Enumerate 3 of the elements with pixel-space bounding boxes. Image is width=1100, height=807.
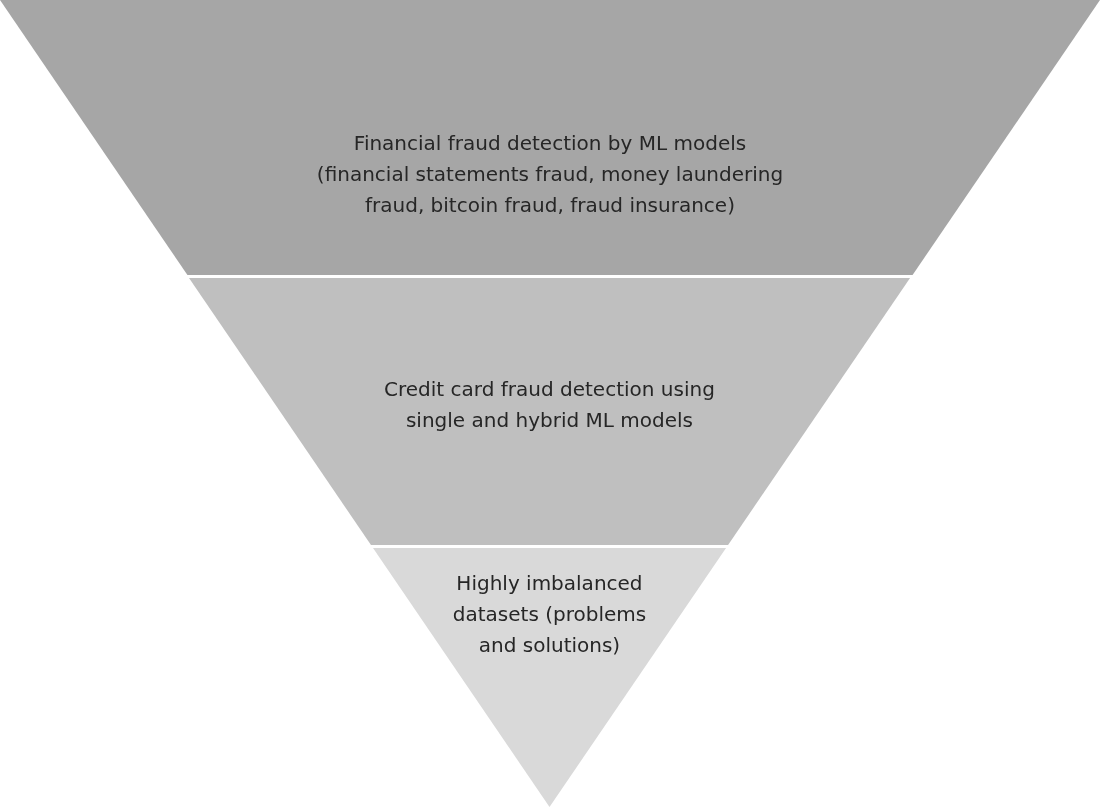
band-label: Credit card fraud detection using single and hybrid ML models xyxy=(383,376,716,434)
band-label: Financial fraud detection by ML models (financial statements fraud, money laundering fraud, bitcoin fraud, fraud insurance) xyxy=(315,130,785,219)
band-label: Highly imbalanced datasets (problems and solutions) xyxy=(451,570,648,659)
